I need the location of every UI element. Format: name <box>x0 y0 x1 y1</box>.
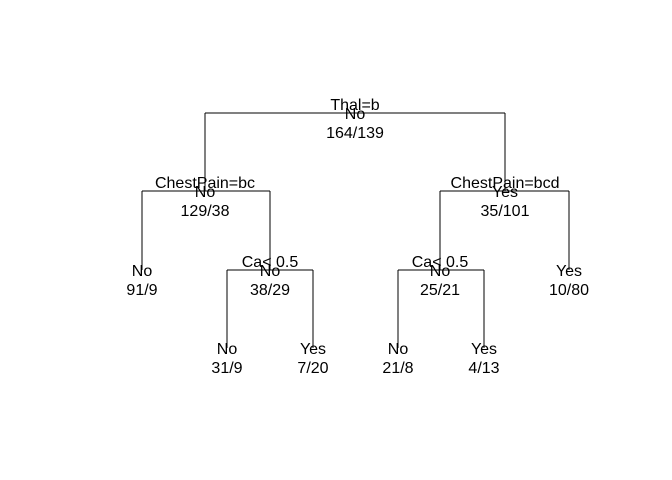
node-counts-RR: 10/80 <box>549 282 589 299</box>
node-counts-L: 129/38 <box>181 203 230 220</box>
node-counts-root: 164/139 <box>326 125 384 142</box>
split-rule-L: ChestPain=bc <box>155 175 255 192</box>
node-class-R: Yes <box>492 184 518 201</box>
node-counts-LRL: 31/9 <box>211 360 242 377</box>
node-class-RLR: Yes <box>471 341 497 358</box>
split-rule-RL: Ca< 0.5 <box>412 254 469 271</box>
split-rule-LR: Ca< 0.5 <box>242 254 299 271</box>
node-counts-RLR: 4/13 <box>468 360 499 377</box>
node-class-LRR: Yes <box>300 341 326 358</box>
node-counts-RLL: 21/8 <box>382 360 413 377</box>
split-rule-R: ChestPain=bcd <box>451 175 560 192</box>
node-counts-LR: 38/29 <box>250 282 290 299</box>
node-class-RLL: No <box>388 341 409 358</box>
node-class-RR: Yes <box>556 263 582 280</box>
node-class-LL: No <box>132 263 153 280</box>
node-counts-R: 35/101 <box>481 203 530 220</box>
node-class-RL: No <box>430 263 451 280</box>
node-class-LR: No <box>260 263 281 280</box>
node-class-root: No <box>345 106 366 123</box>
node-counts-RL: 25/21 <box>420 282 460 299</box>
node-class-L: No <box>195 184 216 201</box>
split-rule-root: Thal=b <box>330 97 379 114</box>
node-class-LRL: No <box>217 341 238 358</box>
tree-branches <box>141 112 570 348</box>
node-counts-LL: 91/9 <box>126 282 157 299</box>
node-counts-LRR: 7/20 <box>297 360 328 377</box>
